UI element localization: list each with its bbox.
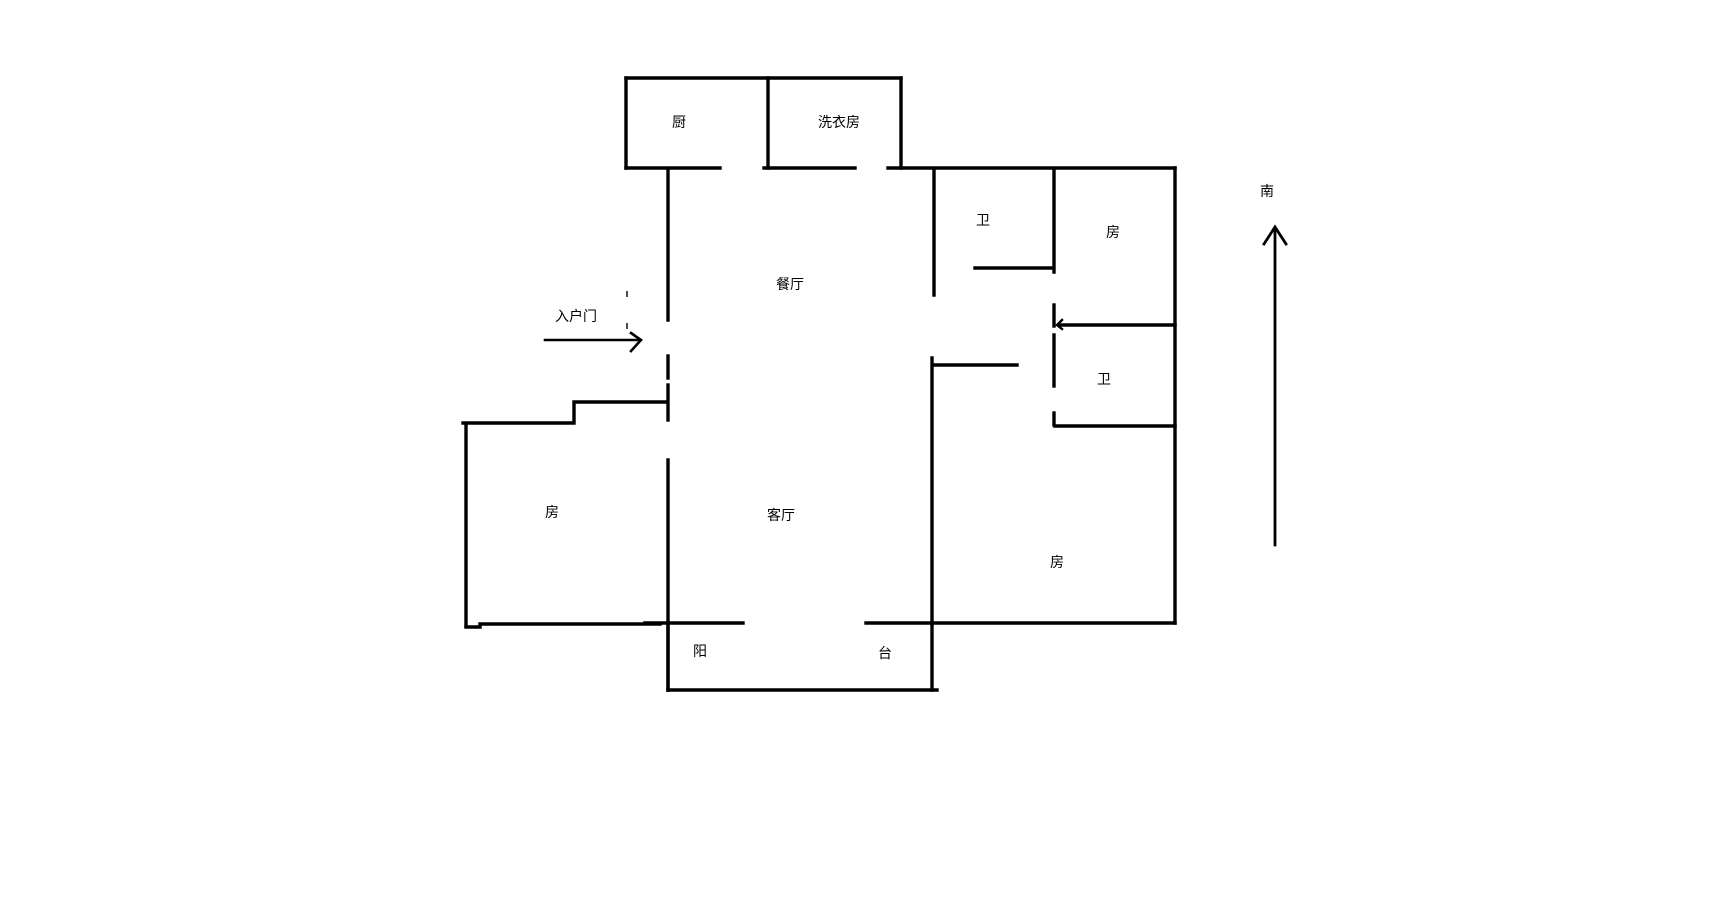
right-bedroom-label: 房 xyxy=(1050,555,1064,571)
upper-bath-bedroom-walls xyxy=(973,166,1177,625)
left-bedroom-walls xyxy=(461,400,668,629)
laundry-label: 洗衣房 xyxy=(818,115,860,131)
upper-bathroom-label: 卫 xyxy=(976,213,990,229)
entrance-door xyxy=(543,291,643,353)
living-room-label: 客厅 xyxy=(767,507,795,524)
balcony-left-label: 阳 xyxy=(693,644,707,660)
dining-room-label: 餐厅 xyxy=(776,277,804,293)
kitchen-label: 厨 xyxy=(672,115,686,131)
kitchen-laundry-walls xyxy=(624,76,1177,170)
compass-arrow xyxy=(1262,224,1288,547)
middle-walls xyxy=(930,169,1019,692)
entrance-door-label: 入户门 xyxy=(555,308,597,325)
left-bedroom-label: 房 xyxy=(545,505,559,521)
upper-bedroom-label: 房 xyxy=(1106,225,1120,241)
balcony-walls xyxy=(643,621,1177,692)
balcony-right-label: 台 xyxy=(878,646,892,662)
lower-bathroom-label: 卫 xyxy=(1097,372,1111,388)
lower-bath-walls xyxy=(1052,303,1177,428)
compass-south-label: 南 xyxy=(1260,184,1274,200)
